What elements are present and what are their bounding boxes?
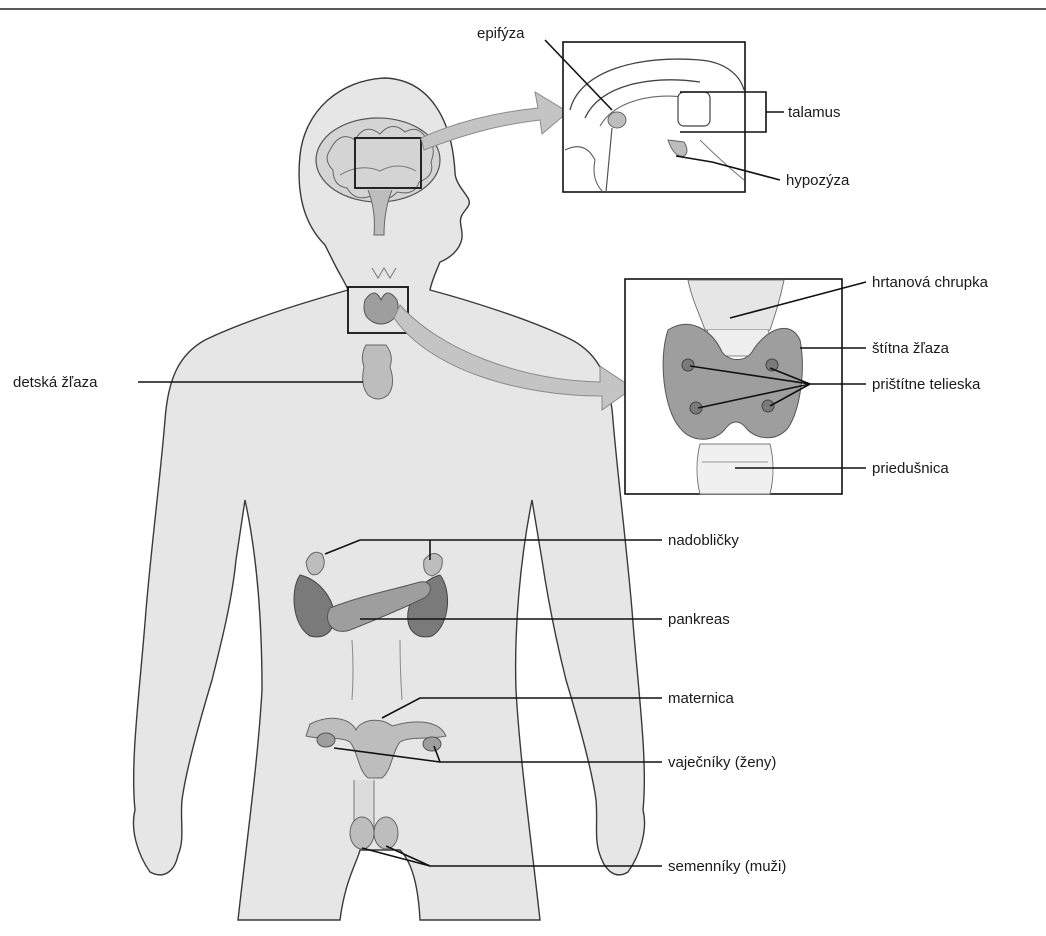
label-epifyza: epifýza [477, 25, 525, 42]
label-pankreas: pankreas [668, 611, 730, 628]
brain-inset [563, 42, 745, 192]
label-semenniky: semenníky (muži) [668, 858, 786, 875]
label-detska-zlaza: detská žľaza [13, 374, 98, 391]
label-hrtanova-chrupka: hrtanová chrupka [872, 274, 989, 291]
label-pristitne-telieska: prištítne telieska [872, 376, 981, 393]
label-nadoblicky: nadobličky [668, 532, 739, 549]
label-stitna-zlaza: štítna žľaza [872, 340, 950, 357]
body-silhouette [133, 78, 644, 920]
label-talamus: talamus [788, 104, 841, 121]
label-vajecniky: vaječníky (ženy) [668, 754, 776, 771]
label-hypozyza: hypozýza [786, 172, 850, 189]
thyroid-inset [625, 279, 842, 494]
label-priedusnica: priedušnica [872, 460, 949, 477]
label-maternica: maternica [668, 690, 735, 707]
